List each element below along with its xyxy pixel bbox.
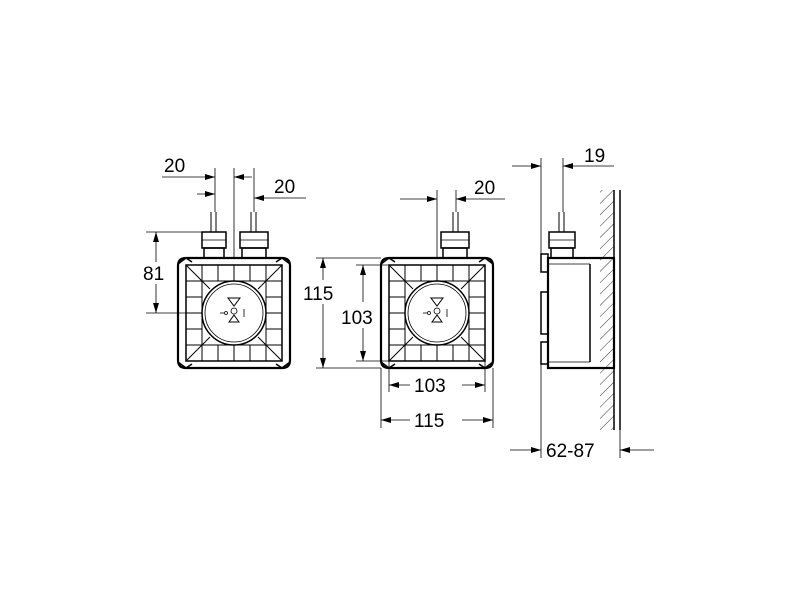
dim-label-20: 20 bbox=[474, 178, 495, 199]
dim-height-81: 81 bbox=[143, 231, 202, 314]
dim-pipe-offset: 20 bbox=[400, 178, 505, 258]
dim-label-81: 81 bbox=[143, 264, 164, 285]
dim-label-19: 19 bbox=[584, 146, 605, 167]
dim-inner-width-103: 103 bbox=[388, 361, 486, 397]
dim-label-20-left: 20 bbox=[164, 156, 185, 177]
dim-label-20-right: 20 bbox=[274, 177, 295, 198]
dim-outer-width-115: 115 bbox=[380, 368, 494, 432]
side-pipe bbox=[548, 212, 576, 259]
dim-top-19: 19 bbox=[512, 146, 614, 254]
dim-label-115-vertical: 115 bbox=[303, 284, 333, 305]
dim-label-115-horizontal: 115 bbox=[414, 411, 444, 432]
dim-pipe-offset-right: 20 bbox=[233, 168, 306, 258]
pipe-left bbox=[201, 212, 227, 259]
side-view: 19 62-87 bbox=[510, 146, 654, 462]
dim-outer-height-115: 115 bbox=[303, 257, 381, 369]
dim-inner-height-103: 103 bbox=[341, 264, 389, 362]
dim-pipe-offset-left: 20 bbox=[162, 156, 216, 212]
box-frame-left bbox=[176, 256, 292, 370]
side-box bbox=[540, 253, 616, 370]
wall-hatch bbox=[600, 190, 621, 430]
dim-label-103-horizontal: 103 bbox=[414, 376, 446, 397]
dim-label-103-vertical: 103 bbox=[341, 308, 373, 329]
box-frame-right bbox=[379, 256, 495, 370]
dim-label-62-87: 62-87 bbox=[546, 441, 595, 462]
dim-depth-62-87: 62-87 bbox=[510, 364, 654, 462]
front-view-right: 20 115 103 bbox=[303, 178, 505, 432]
front-view-left: 20 20 81 bbox=[143, 156, 306, 370]
pipe-single bbox=[440, 212, 470, 259]
pipe-right bbox=[239, 212, 269, 259]
